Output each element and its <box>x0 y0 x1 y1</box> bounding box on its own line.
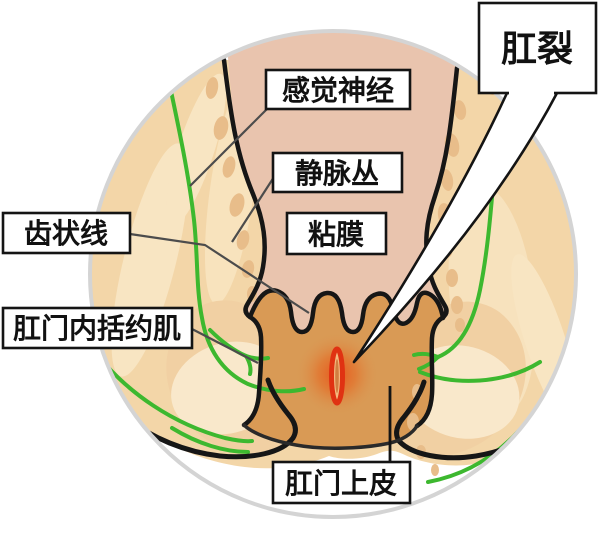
nerve-left-main <box>162 56 306 394</box>
label-box-internal-sphincter <box>1 306 194 350</box>
label-box-mucosa <box>285 211 388 256</box>
pointer-lines <box>129 108 392 462</box>
pointer-dentate-line <box>129 232 310 314</box>
fissure-callout-needle <box>352 91 559 364</box>
label-anal-epithelium: 肛门上皮 <box>285 468 397 499</box>
wall-right-outline <box>414 65 460 429</box>
fissure-slit-core <box>335 359 339 393</box>
label-venous-plexus: 静脉丛 <box>295 158 379 189</box>
label-box-anal-fissure <box>477 1 598 95</box>
nerve-left-arc-lower <box>170 426 250 454</box>
label-boxes <box>1 1 598 505</box>
label-box-venous-plexus <box>271 151 404 194</box>
pointer-sensory-nerve <box>189 108 268 187</box>
label-internal-sphincter: 肛门内括约肌 <box>13 313 181 344</box>
label-box-anal-epithelium <box>271 460 412 505</box>
label-dentate-line: 齿状线 <box>24 218 108 249</box>
dentate-line-outline <box>247 288 446 335</box>
wall-left-outline <box>221 57 267 428</box>
label-texts: 感觉神经 静脉丛 粘膜 齿状线 肛门内括约肌 肛门上皮 肛裂 <box>13 28 573 499</box>
label-sensory-nerve: 感觉神经 <box>282 74 394 106</box>
nerve-right-branch-tip <box>417 355 440 371</box>
pointer-internal-sphincter <box>191 328 259 364</box>
label-anal-fissure: 肛裂 <box>501 28 573 69</box>
label-box-dentate-line <box>1 211 132 255</box>
circle-rim <box>88 29 578 519</box>
nerve-right-branch <box>412 351 440 359</box>
illustration-group <box>90 31 576 517</box>
pointer-venous-plexus <box>231 176 275 243</box>
fissure-callout-seam <box>509 88 554 96</box>
label-box-sensory-nerve <box>264 68 412 111</box>
canal-bottom-outline <box>242 423 419 450</box>
label-mucosa: 粘膜 <box>308 219 364 250</box>
nerve-left-arc <box>98 356 254 444</box>
